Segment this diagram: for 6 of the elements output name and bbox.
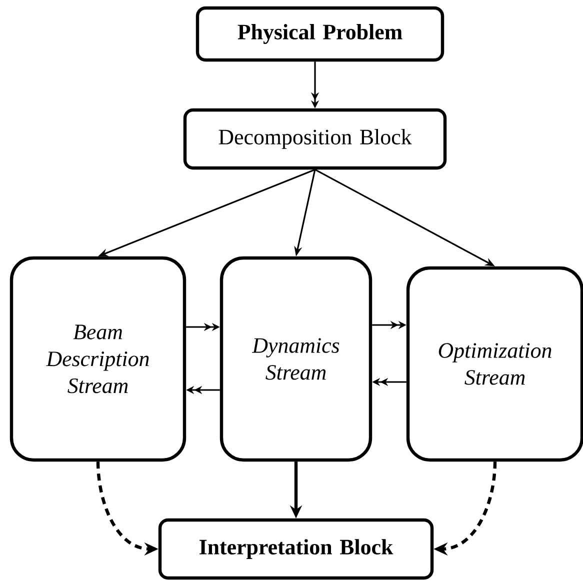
process-box: Physical Problem: [196, 6, 444, 62]
stream-box: Optimization Stream: [406, 266, 583, 462]
stream-box: Dynamics Stream: [220, 256, 372, 462]
process-box: Decomposition Block: [183, 108, 447, 170]
stream-box: Beam Description Stream: [10, 256, 186, 462]
process-box: Interpretation Block: [158, 518, 434, 580]
